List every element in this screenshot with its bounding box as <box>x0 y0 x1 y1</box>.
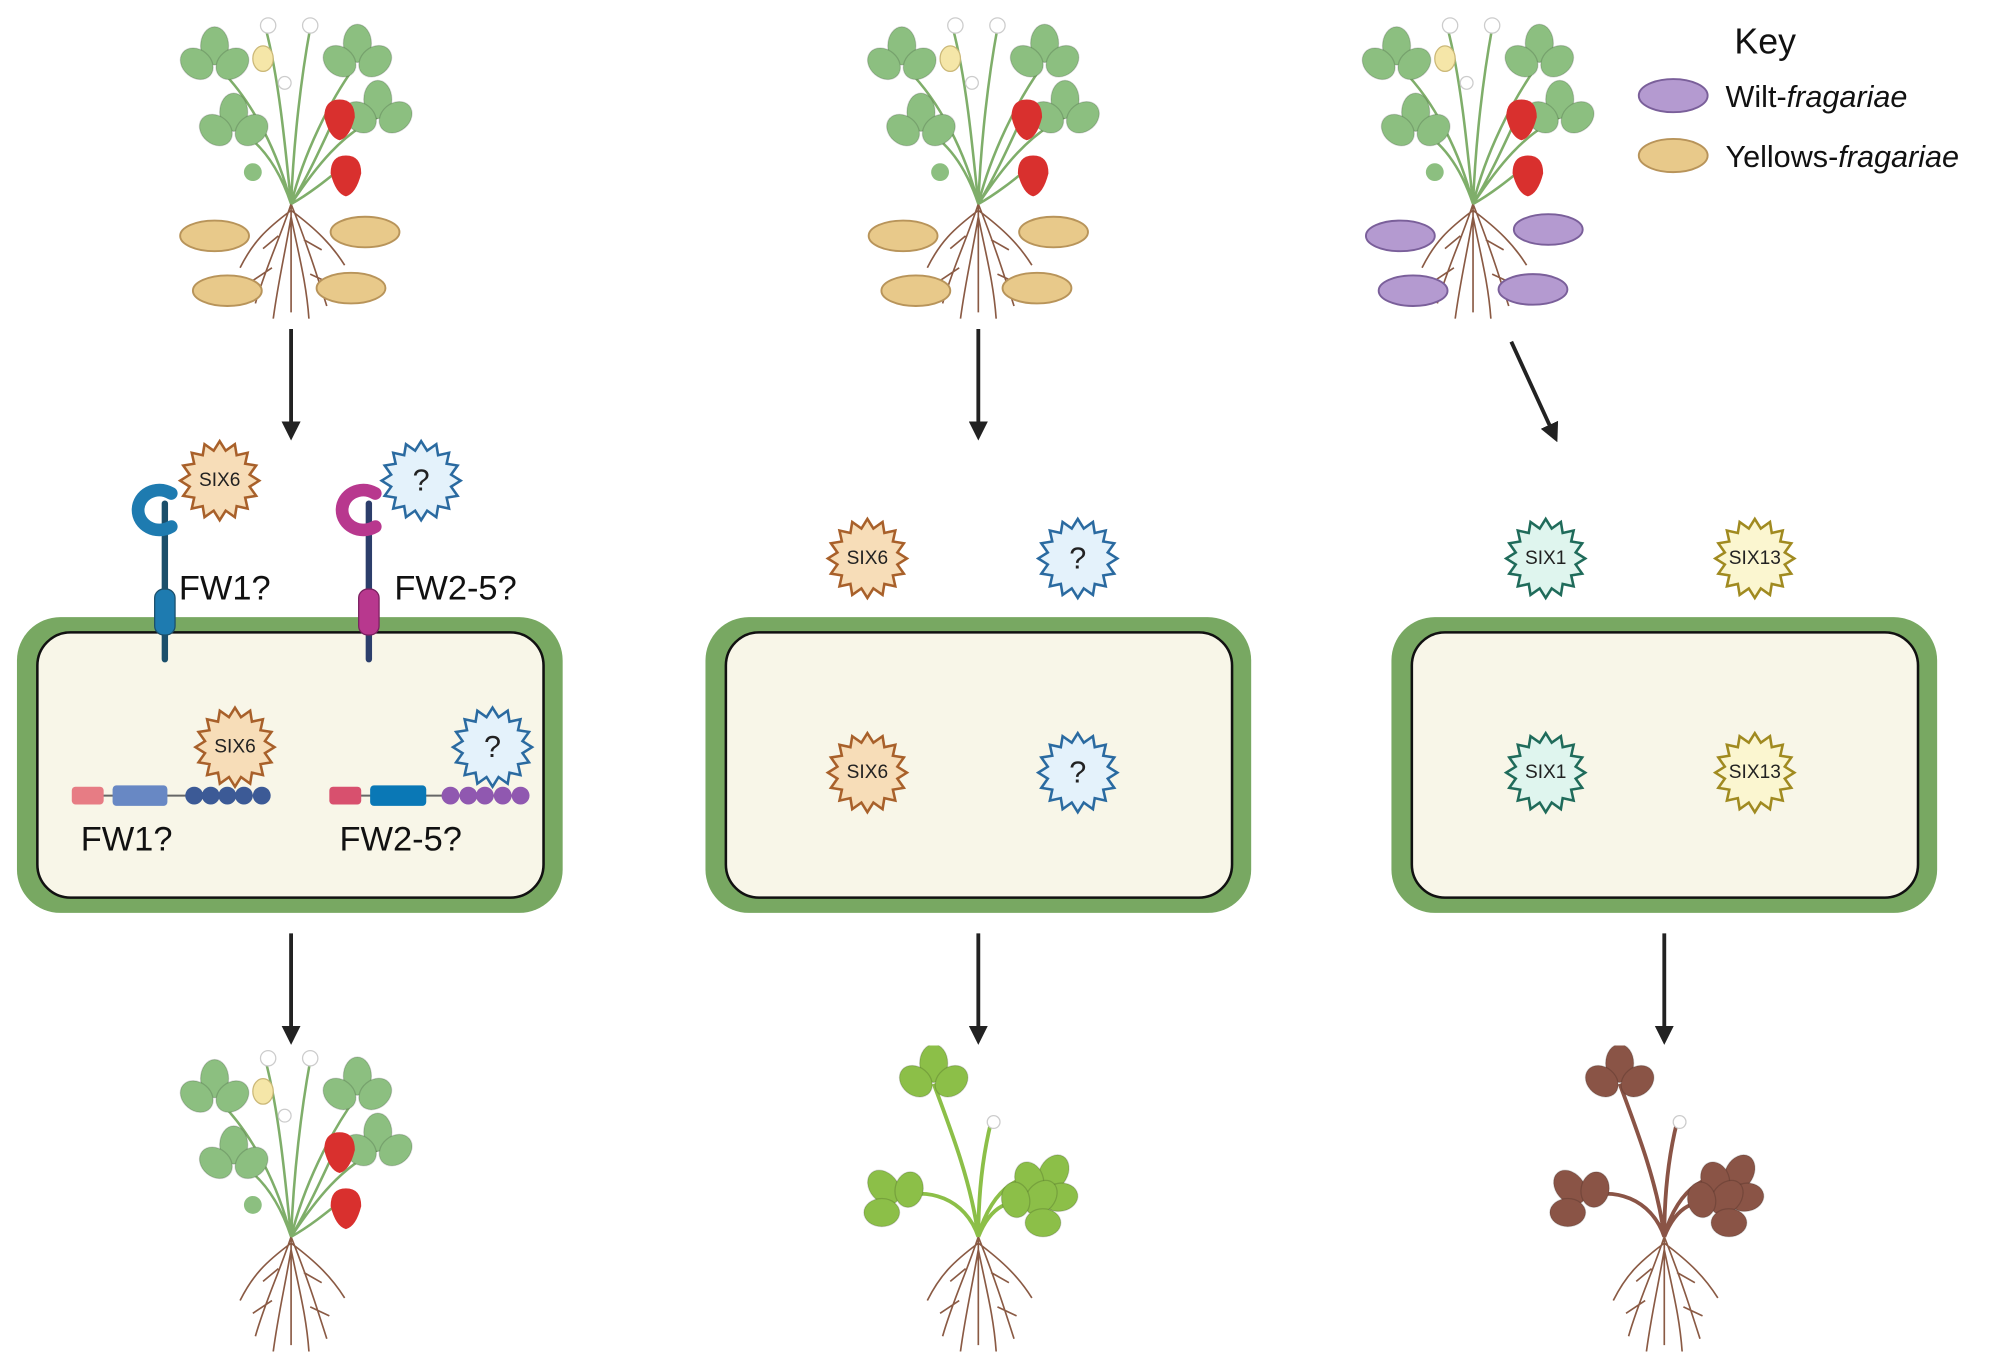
effector-six1-inside-3: SIX1 <box>1503 730 1588 815</box>
svg-text:?: ? <box>1069 541 1086 575</box>
cell-1 <box>16 617 563 913</box>
svg-text:SIX6: SIX6 <box>847 762 888 783</box>
star-shape <box>1035 730 1120 815</box>
effector-six6-outside-2: SIX6 <box>825 516 910 601</box>
svg-text:?: ? <box>1069 756 1086 790</box>
star-shape <box>1712 730 1797 815</box>
effector-six13-inside-3: SIX13 <box>1712 730 1797 815</box>
bottom-plant-wilt <box>1527 1044 1785 1351</box>
star-shape <box>825 516 910 601</box>
effector-unknown-inside-2: ? <box>1035 730 1120 815</box>
arrow-diag-3a <box>1509 340 1559 443</box>
effector-six13-outside-3: SIX13 <box>1712 516 1797 601</box>
gene-label-fw1: FW1? <box>81 820 173 858</box>
svg-text:SIX6: SIX6 <box>214 737 255 758</box>
svg-text:SIX1: SIX1 <box>1525 548 1566 569</box>
receptor-label-fw2-5: FW2-5? <box>394 569 516 607</box>
star-shape <box>193 705 277 790</box>
star-shape <box>825 730 910 815</box>
effector-six1-outside-3: SIX1 <box>1503 516 1588 601</box>
top-plant-3 <box>1356 18 1600 319</box>
star-shape <box>450 705 535 790</box>
svg-text:?: ? <box>484 730 501 764</box>
bottom-plant-yellows <box>841 1044 1099 1351</box>
effector-six6-inside-2: SIX6 <box>825 730 910 815</box>
svg-text:?: ? <box>413 464 430 498</box>
gene-fw1 <box>71 785 271 806</box>
receptor-fw2-5 <box>335 483 382 663</box>
key-swatch-yellows <box>1637 138 1709 174</box>
top-plant-2 <box>861 18 1105 319</box>
effector-unknown-inside-1: ? <box>450 705 535 790</box>
svg-text:SIX6: SIX6 <box>847 548 888 569</box>
cell-2 <box>705 617 1252 913</box>
svg-text:SIX13: SIX13 <box>1729 548 1781 569</box>
key-title: Key <box>1734 22 1796 62</box>
svg-text:SIX1: SIX1 <box>1525 762 1566 783</box>
key-swatch-wilt <box>1637 78 1709 114</box>
key-legend: Key Wilt-fragariae Yellows-fragariae <box>1637 22 1959 174</box>
effector-unknown-outside-1: ? <box>379 438 464 523</box>
key-label-wilt: Wilt-fragariae <box>1725 80 1907 114</box>
effector-unknown-outside-2: ? <box>1035 516 1120 601</box>
top-plant-1 <box>174 18 418 319</box>
star-shape <box>1035 516 1120 601</box>
svg-text:SIX6: SIX6 <box>199 470 240 491</box>
effector-six6-inside-1: SIX6 <box>193 705 277 790</box>
star-shape <box>1503 730 1588 815</box>
bottom-plant-healthy <box>174 1051 418 1352</box>
key-label-yellows: Yellows-fragariae <box>1725 140 1959 174</box>
star-shape <box>1712 516 1797 601</box>
star-shape <box>379 438 464 523</box>
effector-six6-outside-1: SIX6 <box>177 438 262 523</box>
star-shape <box>177 438 262 523</box>
star-shape <box>1503 516 1588 601</box>
gene-fw2-5 <box>329 785 530 806</box>
receptor-label-fw1: FW1? <box>179 569 271 607</box>
gene-label-fw2-5: FW2-5? <box>340 820 462 858</box>
receptor-fw1 <box>131 483 178 663</box>
svg-text:SIX13: SIX13 <box>1729 762 1781 783</box>
cell-3 <box>1391 617 1938 913</box>
